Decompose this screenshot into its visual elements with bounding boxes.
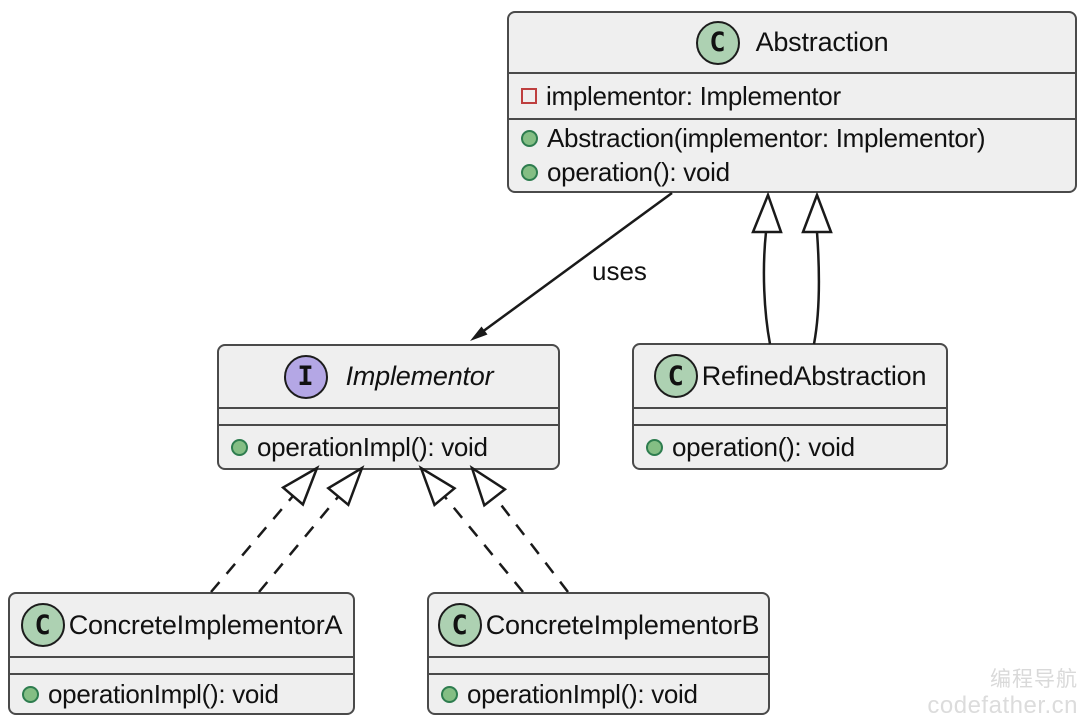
method-text: Abstraction(implementor: Implementor) — [547, 123, 986, 153]
public-method-icon — [22, 685, 39, 703]
class-stereotype-icon: C — [653, 354, 698, 398]
interface-stereotype-icon: I — [283, 354, 328, 399]
fields-section-empty — [219, 407, 558, 424]
field-text: implementor: Implementor — [546, 80, 841, 111]
method-text: operationImpl(): void — [48, 678, 279, 709]
class-stereotype-icon: C — [695, 20, 740, 65]
watermark-line1: 编程导航 — [990, 668, 1078, 692]
field-row: implementor: Implementor — [509, 81, 1075, 112]
public-method-icon — [231, 438, 248, 456]
class-box-refined-abstraction: C RefinedAbstraction operation(): void — [632, 343, 948, 470]
fields-section-empty — [429, 656, 768, 673]
interface-title-implementor: I Implementor — [219, 346, 558, 407]
public-method-icon — [521, 164, 538, 181]
class-title-refined-abstraction: C RefinedAbstraction — [634, 345, 946, 407]
class-name-refined-abstraction: RefinedAbstraction — [701, 360, 927, 391]
uses-edge-label: uses — [592, 256, 647, 286]
realization-triangle-b1 — [418, 465, 457, 507]
method-text: operationImpl(): void — [257, 431, 488, 462]
private-field-icon — [521, 88, 537, 104]
methods-section-concrete-implementor-a: operationImpl(): void — [10, 673, 353, 713]
class-stereotype-icon: C — [20, 603, 65, 647]
generalization-triangle-2 — [801, 191, 833, 234]
method-row: operationImpl(): void — [10, 679, 353, 710]
generalization-triangle-1 — [751, 191, 783, 234]
realization-triangle-a2 — [326, 465, 365, 507]
generalization-line-2 — [812, 231, 821, 345]
interface-box-implementor: I Implementor operationImpl(): void — [217, 344, 560, 470]
class-name-concrete-implementor-b: ConcreteImplementorB — [485, 609, 760, 640]
class-title-concrete-implementor-a: C ConcreteImplementorA — [10, 594, 353, 656]
realization-line-b2 — [494, 496, 569, 593]
interface-name-implementor: Implementor — [345, 361, 494, 391]
public-method-icon — [521, 130, 538, 147]
fields-section-empty — [10, 656, 353, 673]
fields-section-abstraction: implementor: Implementor — [509, 72, 1075, 118]
watermark-line2: codefather.cn — [927, 692, 1078, 720]
method-row: operationImpl(): void — [219, 432, 558, 463]
method-row: operation(): void — [509, 157, 1075, 188]
method-row: operationImpl(): void — [429, 679, 768, 710]
watermark: 编程导航 codefather.cn — [927, 668, 1078, 720]
realization-line-a1 — [210, 495, 294, 593]
realization-line-b1 — [444, 496, 524, 593]
method-row: Abstraction(implementor: Implementor) — [509, 123, 1075, 154]
public-method-icon — [441, 685, 458, 703]
class-title-concrete-implementor-b: C ConcreteImplementorB — [429, 594, 768, 656]
method-text: operationImpl(): void — [467, 678, 698, 709]
methods-section-abstraction: Abstraction(implementor: Implementor) op… — [509, 118, 1075, 191]
methods-section-refined-abstraction: operation(): void — [634, 424, 946, 468]
uses-arrowhead — [470, 326, 488, 341]
methods-section-concrete-implementor-b: operationImpl(): void — [429, 673, 768, 713]
method-row: operation(): void — [634, 432, 946, 463]
class-name-abstraction: Abstraction — [755, 27, 889, 57]
fields-section-empty — [634, 407, 946, 424]
realization-line-a2 — [258, 496, 339, 593]
class-stereotype-icon: C — [437, 603, 482, 647]
class-name-concrete-implementor-a: ConcreteImplementorA — [68, 609, 343, 640]
public-method-icon — [646, 438, 663, 456]
class-box-abstraction: C Abstraction implementor: Implementor A… — [507, 11, 1077, 193]
generalization-line-1 — [762, 231, 772, 345]
realization-triangle-a1 — [280, 465, 320, 507]
class-title-abstraction: C Abstraction — [509, 13, 1075, 72]
realization-triangle-b2 — [469, 465, 508, 508]
method-text: operation(): void — [672, 431, 855, 462]
method-text: operation(): void — [547, 157, 730, 187]
class-box-concrete-implementor-a: C ConcreteImplementorA operationImpl(): … — [8, 592, 355, 715]
class-box-concrete-implementor-b: C ConcreteImplementorB operationImpl(): … — [427, 592, 770, 715]
methods-section-implementor: operationImpl(): void — [219, 424, 558, 468]
